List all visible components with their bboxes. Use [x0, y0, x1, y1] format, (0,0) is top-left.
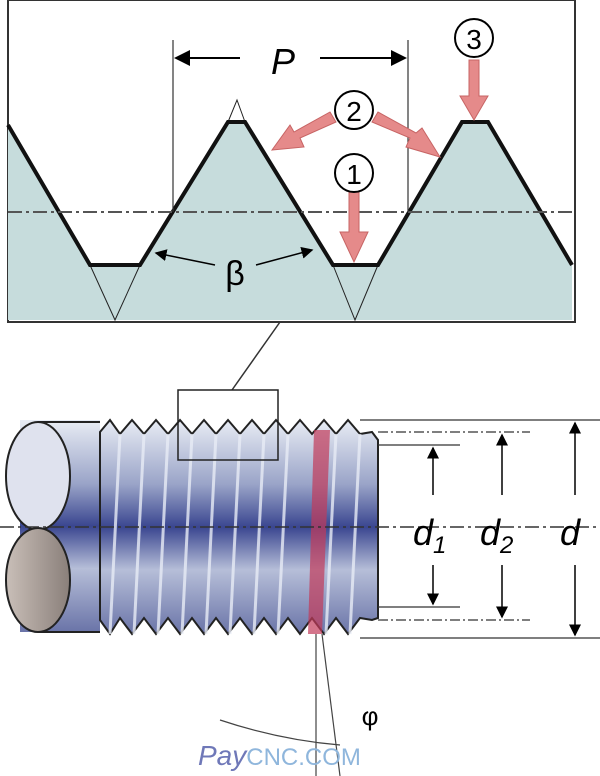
angle-arrow-left	[154, 249, 216, 266]
bolt-end-face	[5, 527, 71, 633]
svg-text:2: 2	[346, 96, 362, 127]
helix-highlight	[308, 430, 330, 634]
bolt-end-upper	[5, 421, 71, 531]
sharp-v-lines	[89, 98, 379, 322]
detail-frame	[177, 389, 279, 461]
callout-arrows	[270, 59, 489, 264]
thread-profile-outline	[6, 120, 574, 267]
dimension-extension-lines	[360, 419, 600, 639]
angle-arrow-right	[255, 246, 314, 266]
major-diameter-label: d	[560, 512, 581, 553]
detail-leader-line	[231, 321, 281, 391]
minor-diameter-label: d1	[413, 512, 446, 559]
pitch-label: P	[271, 41, 295, 82]
helix-angle-lines	[219, 633, 341, 776]
callout-2-arrow-right	[371, 111, 442, 158]
callout-1: 1	[334, 153, 374, 193]
callout-3-arrow	[459, 59, 489, 121]
helix-angle-label: φ	[362, 701, 379, 731]
callout-2: 2	[334, 90, 374, 130]
thread-profile-fill	[8, 122, 572, 320]
pitch-diameter-label: d2	[480, 512, 513, 559]
thread-profile-detail: P β 1 2 3	[6, 0, 576, 323]
svg-text:3: 3	[466, 24, 482, 55]
callout-3: 3	[454, 18, 494, 58]
watermark: PayCNC.COM	[198, 740, 361, 771]
callout-1-arrow	[339, 189, 369, 264]
callout-2-arrow-left	[270, 111, 337, 151]
angle-label: β	[225, 255, 245, 293]
thread-helix-lines	[108, 433, 362, 635]
svg-text:1: 1	[346, 159, 362, 190]
